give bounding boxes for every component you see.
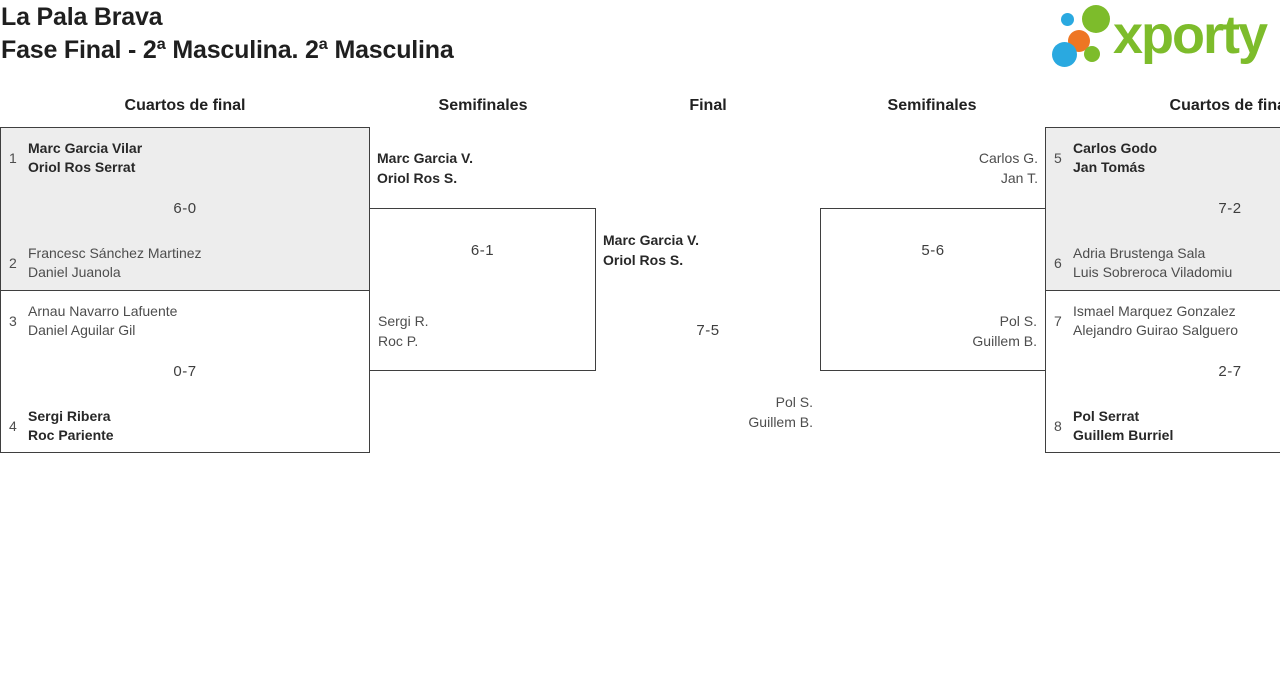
final-score: 7-5 — [696, 322, 720, 339]
semifinal-left-bottom-team: Sergi R. Roc P. — [378, 312, 429, 351]
seed-number: 3 — [9, 313, 17, 329]
player-name: Guillem Burriel — [1073, 427, 1174, 443]
team-pair: Arnau Navarro Lafuente Daniel Aguilar Gi… — [28, 302, 358, 340]
player-name: Ismael Marquez Gonzalez — [1073, 303, 1236, 319]
match-quarterfinal-4[interactable]: 7 Ismael Marquez Gonzalez Alejandro Guir… — [1045, 290, 1280, 453]
seed-number: 4 — [9, 418, 17, 434]
semifinal-left-top-team: Marc Garcia V. Oriol Ros S. — [377, 149, 473, 188]
logo-dot-green-small-icon — [1084, 46, 1100, 62]
round-header-final: Final — [689, 97, 727, 114]
player-name: Marc Garcia V. — [377, 150, 473, 166]
team-pair: Pol Serrat Guillem Burriel — [1073, 407, 1280, 445]
match-semifinal-left[interactable]: 6-1 Sergi R. Roc P. — [369, 208, 596, 371]
round-header-quarterfinals-right: Cuartos de final — [1169, 97, 1280, 114]
seed-number: 1 — [9, 150, 17, 166]
team-pair: Adria Brustenga Sala Luis Sobreroca Vila… — [1073, 244, 1280, 282]
round-header-semifinals-left: Semifinales — [438, 97, 528, 114]
player-name: Daniel Juanola — [28, 264, 121, 280]
match-score: 6-1 — [470, 242, 495, 259]
tournament-title: La Pala Brava — [1, 3, 163, 31]
match-score: 7-2 — [1218, 200, 1242, 217]
semifinal-right-bottom-team: Pol S. Guillem B. — [972, 312, 1037, 351]
match-score: 2-7 — [1218, 363, 1242, 380]
team-pair: Francesc Sánchez Martinez Daniel Juanola — [28, 244, 358, 282]
player-name: Guillem B. — [748, 413, 813, 430]
seed-number: 6 — [1054, 255, 1062, 271]
player-name: Carlos G. — [978, 150, 1038, 166]
player-name: Jan T. — [1000, 169, 1038, 186]
player-name: Pol Serrat — [1073, 408, 1140, 424]
player-name: Sergi R. — [378, 313, 429, 329]
round-header-semifinals-right: Semifinales — [887, 97, 977, 114]
player-name: Daniel Aguilar Gil — [28, 322, 136, 338]
player-name: Pol S. — [775, 394, 813, 410]
seed-number: 8 — [1054, 418, 1062, 434]
player-name: Roc Pariente — [28, 427, 114, 443]
player-name: Marc Garcia V. — [603, 232, 699, 248]
player-name: Sergi Ribera — [28, 408, 111, 424]
team-pair: Marc Garcia Vilar Oriol Ros Serrat — [28, 139, 358, 177]
seed-number: 7 — [1054, 313, 1062, 329]
match-quarterfinal-2[interactable]: 3 Arnau Navarro Lafuente Daniel Aguilar … — [0, 290, 370, 453]
final-bottom-team: Pol S. Guillem B. — [613, 393, 813, 432]
seed-number: 5 — [1054, 150, 1062, 166]
player-name: Roc P. — [378, 332, 419, 349]
logo-dot-blue-small-icon — [1061, 13, 1074, 26]
team-pair: Sergi Ribera Roc Pariente — [28, 407, 358, 445]
player-name: Francesc Sánchez Martinez — [28, 245, 202, 261]
player-name: Arnau Navarro Lafuente — [28, 303, 178, 319]
match-quarterfinal-1[interactable]: 1 Marc Garcia Vilar Oriol Ros Serrat 6-0… — [0, 127, 370, 291]
logo-dot-green-big-icon — [1082, 5, 1110, 33]
player-name: Alejandro Guirao Salguero — [1073, 322, 1238, 338]
seed-number: 2 — [9, 255, 17, 271]
match-semifinal-right[interactable]: 5-6 Pol S. Guillem B. — [820, 208, 1046, 371]
team-pair: Ismael Marquez Gonzalez Alejandro Guirao… — [1073, 302, 1280, 340]
player-name: Oriol Ros Serrat — [28, 159, 136, 175]
player-name: Luis Sobreroca Viladomiu — [1073, 264, 1233, 280]
semifinal-right-top-team: Carlos G. Jan T. — [838, 149, 1038, 188]
match-score: 0-7 — [173, 363, 197, 380]
match-score: 5-6 — [921, 242, 945, 259]
logo-wordmark: xporty — [1113, 5, 1268, 65]
round-header-quarterfinals-left: Cuartos de final — [124, 97, 246, 114]
phase-subtitle: Fase Final - 2ª Masculina. 2ª Masculina — [1, 36, 454, 64]
match-quarterfinal-3[interactable]: 5 Carlos Godo Jan Tomás 7-2 6 Adria Brus… — [1045, 127, 1280, 291]
player-name: Guillem B. — [972, 332, 1037, 349]
player-name: Oriol Ros S. — [603, 251, 684, 268]
logo-dot-blue-big-icon — [1052, 42, 1077, 67]
player-name: Carlos Godo — [1073, 140, 1158, 156]
player-name: Oriol Ros S. — [377, 169, 458, 186]
match-score: 6-0 — [173, 200, 197, 217]
final-top-team: Marc Garcia V. Oriol Ros S. — [603, 231, 699, 270]
player-name: Pol S. — [999, 313, 1037, 329]
player-name: Jan Tomás — [1073, 159, 1146, 175]
team-pair: Carlos Godo Jan Tomás — [1073, 139, 1280, 177]
player-name: Marc Garcia Vilar — [28, 140, 143, 156]
player-name: Adria Brustenga Sala — [1073, 245, 1206, 261]
xporty-logo[interactable]: xporty — [1045, 0, 1280, 78]
